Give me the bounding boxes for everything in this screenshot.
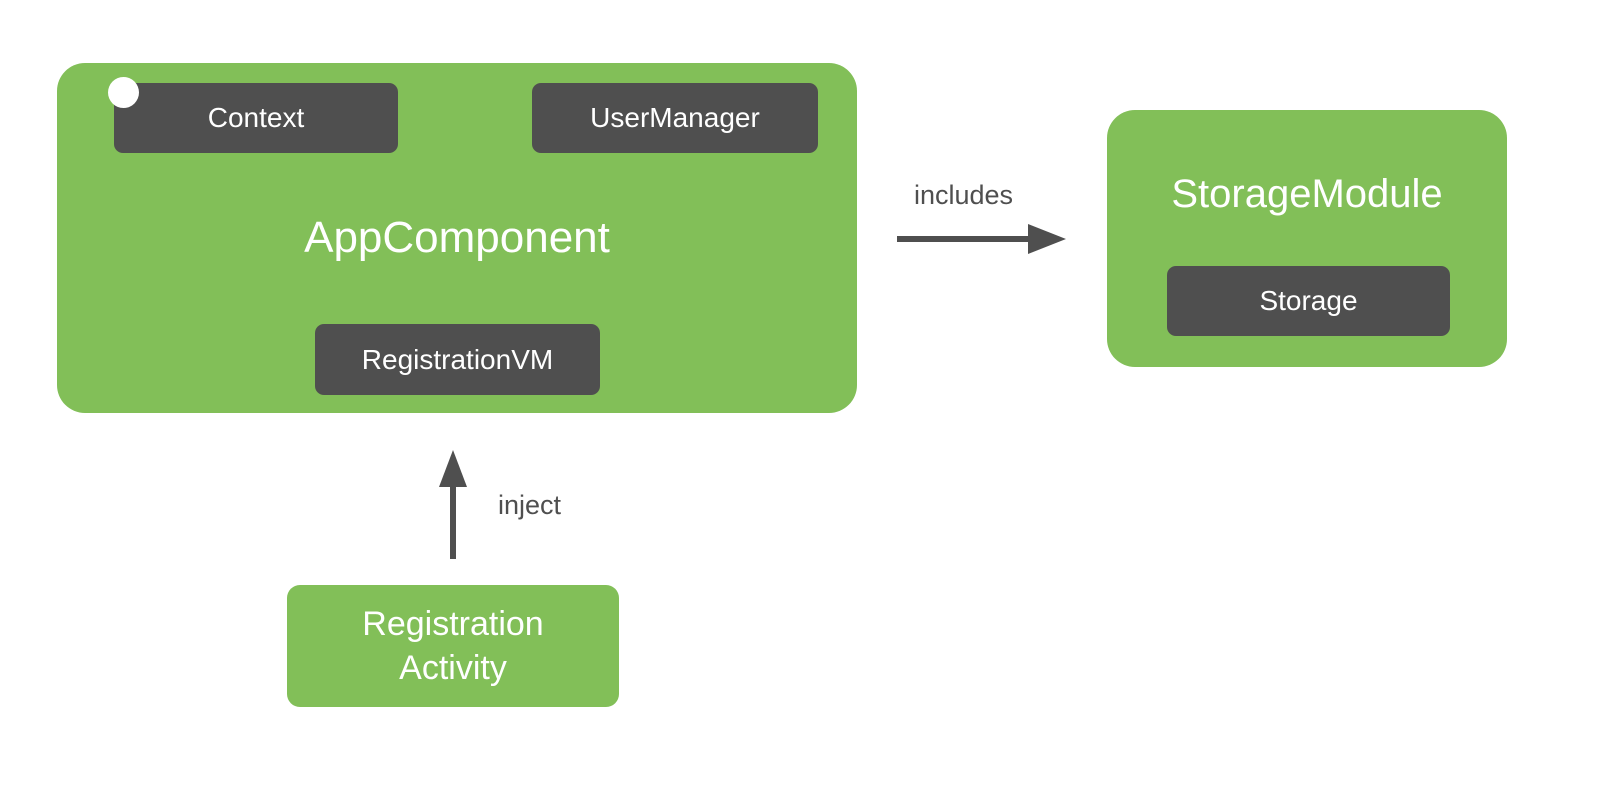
scope-indicator-circle: [108, 77, 139, 108]
registration-vm-chip: RegistrationVM: [315, 324, 600, 395]
context-chip: Context: [114, 83, 398, 153]
includes-arrow-head: [1028, 224, 1066, 254]
registration-vm-chip-label: RegistrationVM: [361, 343, 554, 375]
storage-module-title: StorageModule: [1171, 172, 1443, 216]
registration-activity-line1: Registration: [362, 605, 544, 643]
inject-label: inject: [498, 490, 562, 520]
inject-arrow-head: [439, 450, 467, 487]
includes-arrow-line: [897, 236, 1030, 242]
storage-chip: Storage: [1167, 266, 1450, 336]
inject-arrow-line: [450, 485, 456, 559]
context-chip-label: Context: [207, 102, 305, 133]
user-manager-chip: UserManager: [532, 83, 818, 153]
app-component-title: AppComponent: [304, 213, 610, 262]
includes-label: includes: [913, 180, 1014, 210]
user-manager-chip-label: UserManager: [590, 102, 760, 133]
storage-chip-label: Storage: [1259, 285, 1358, 316]
registration-activity-line2: Activity: [399, 649, 507, 687]
registration-activity-box: [287, 585, 619, 707]
registration-activity-title: Registration Activity: [287, 602, 619, 690]
